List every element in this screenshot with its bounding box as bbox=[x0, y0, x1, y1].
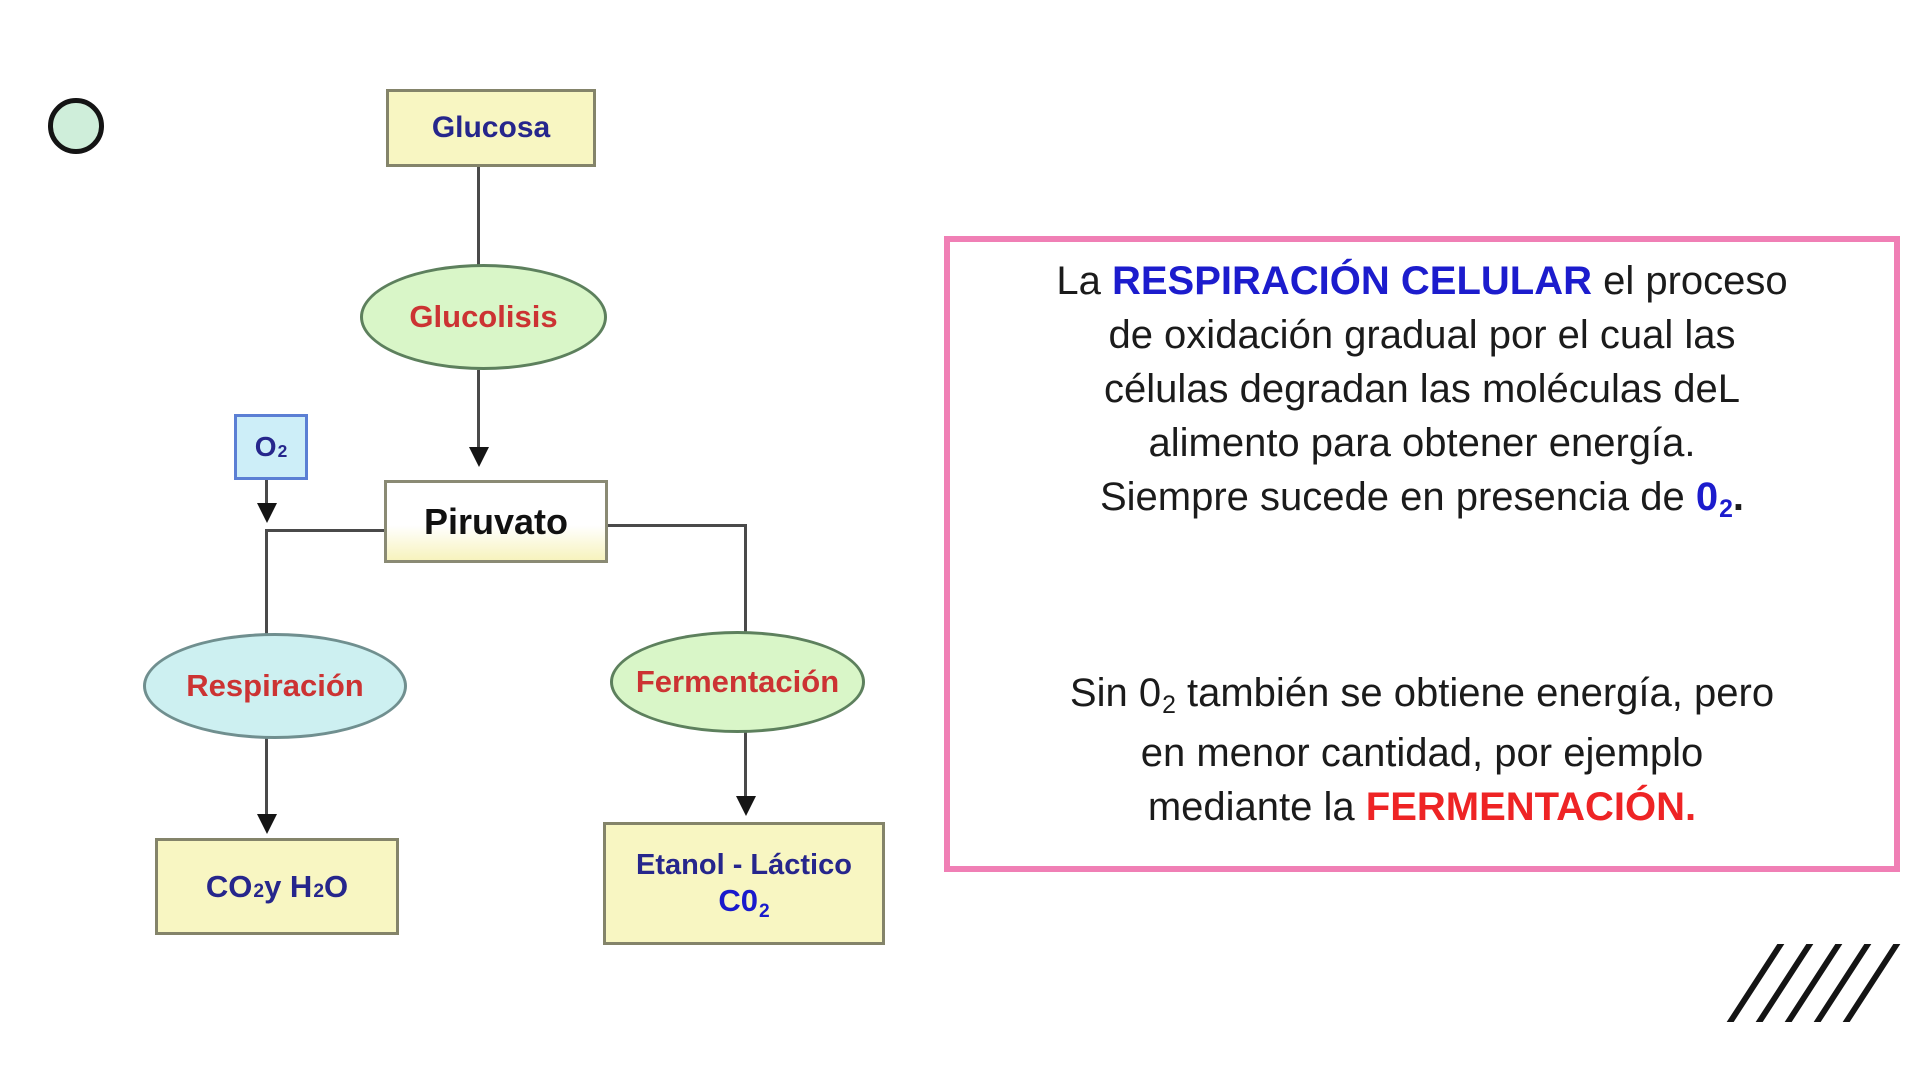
text-line: mediante la FERMENTACIÓN. bbox=[1147, 785, 1697, 829]
connector-piruvato-right bbox=[605, 524, 747, 527]
slash-icon bbox=[1842, 944, 1901, 1022]
info-box: La RESPIRACIÓN CELULAR el proceso de oxi… bbox=[944, 236, 1900, 872]
node-glucolisis: Glucolisis bbox=[360, 264, 607, 370]
text-line: células degradan las moléculas deL bbox=[1104, 367, 1740, 411]
etanol-label: Etanol - Láctico bbox=[636, 848, 852, 881]
arrowhead-o2-icon bbox=[257, 503, 277, 523]
connector-o2-down bbox=[265, 479, 268, 506]
node-etanol-lactico: Etanol - Láctico C02 bbox=[603, 822, 885, 945]
text-line: Siempre sucede en presencia de 02. bbox=[1099, 475, 1745, 523]
node-glucosa: Glucosa bbox=[386, 89, 596, 167]
slash-icon bbox=[1813, 944, 1872, 1022]
connector-fermentacion-etanol bbox=[744, 732, 747, 799]
slash-decoration bbox=[1726, 944, 1908, 1022]
paragraph-gap bbox=[950, 530, 1894, 666]
text-line: alimento para obtener energía. bbox=[1148, 421, 1696, 465]
arrowhead-piruvato-icon bbox=[469, 447, 489, 467]
connector-respiracion-co2 bbox=[265, 738, 268, 817]
text-line: de oxidación gradual por el cual las bbox=[1108, 313, 1736, 357]
text-line: Sin 02 también se obtiene energía, pero bbox=[1069, 671, 1775, 719]
arrowhead-etanol-icon bbox=[736, 796, 756, 816]
connector-piruvato-left bbox=[265, 529, 387, 532]
slash-icon bbox=[1726, 944, 1785, 1022]
connector-glucolisis-piruvato bbox=[477, 370, 480, 447]
arrowhead-co2-icon bbox=[257, 814, 277, 834]
slash-icon bbox=[1784, 944, 1843, 1022]
connector-right-fermentacion bbox=[744, 524, 747, 634]
text-line: en menor cantidad, por ejemplo bbox=[1140, 731, 1704, 775]
connector-glucosa-glucolisis bbox=[477, 167, 480, 266]
slash-icon bbox=[1755, 944, 1814, 1022]
node-fermentacion: Fermentación bbox=[610, 631, 865, 733]
connector-left-respiracion bbox=[265, 529, 268, 636]
node-respiracion: Respiración bbox=[143, 633, 407, 739]
circle-marker bbox=[48, 98, 104, 154]
node-piruvato: Piruvato bbox=[384, 480, 608, 563]
text-line: La RESPIRACIÓN CELULAR el proceso bbox=[1056, 259, 1788, 303]
etanol-co2-label: C02 bbox=[718, 883, 770, 922]
